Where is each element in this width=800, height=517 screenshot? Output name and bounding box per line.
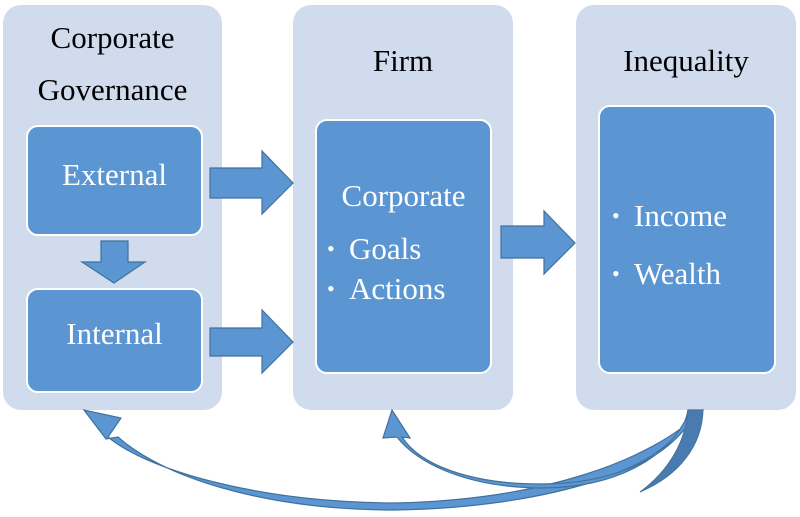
panel-title-inequality: Inequality — [623, 43, 749, 78]
bullet-icon: • — [612, 203, 620, 228]
panel-title-line-2: Governance — [37, 72, 188, 107]
bullet-item-wealth: • Wealth — [612, 245, 727, 303]
box-internal: Internal — [26, 288, 203, 393]
arrow-internal-to-firm — [209, 308, 294, 375]
box-inequality: • Income • Wealth — [598, 105, 776, 374]
bullet-item-income: • Income — [612, 187, 727, 245]
panel-title-firm: Firm — [372, 43, 434, 78]
box-corporate-heading: Corporate — [341, 178, 466, 213]
arrow-firm-to-inequality — [500, 209, 576, 276]
bullet-icon: • — [327, 236, 335, 261]
bullet-text: Wealth — [634, 256, 722, 291]
curved-arrow-small-body — [382, 408, 697, 489]
bullet-item-goals: • Goals — [327, 229, 445, 269]
bullet-text: Actions — [349, 271, 446, 306]
bullet-icon: • — [327, 276, 335, 301]
corporate-bullet-list: • Goals • Actions — [327, 229, 445, 309]
bullet-text: Income — [634, 198, 727, 233]
bullet-item-actions: • Actions — [327, 269, 445, 309]
arrow-external-to-firm — [209, 149, 294, 216]
box-corporate: Corporate • Goals • Actions — [315, 119, 492, 374]
box-external: External — [26, 125, 203, 236]
inequality-bullet-list: • Income • Wealth — [612, 187, 727, 303]
bullet-icon: • — [612, 261, 620, 286]
bullet-text: Goals — [349, 231, 422, 266]
panel-title-line-1: Corporate — [50, 20, 175, 55]
curved-arrow-tail — [639, 409, 704, 493]
box-internal-label: Internal — [66, 316, 163, 351]
box-external-label: External — [61, 157, 167, 192]
arrow-external-to-internal — [79, 240, 147, 284]
